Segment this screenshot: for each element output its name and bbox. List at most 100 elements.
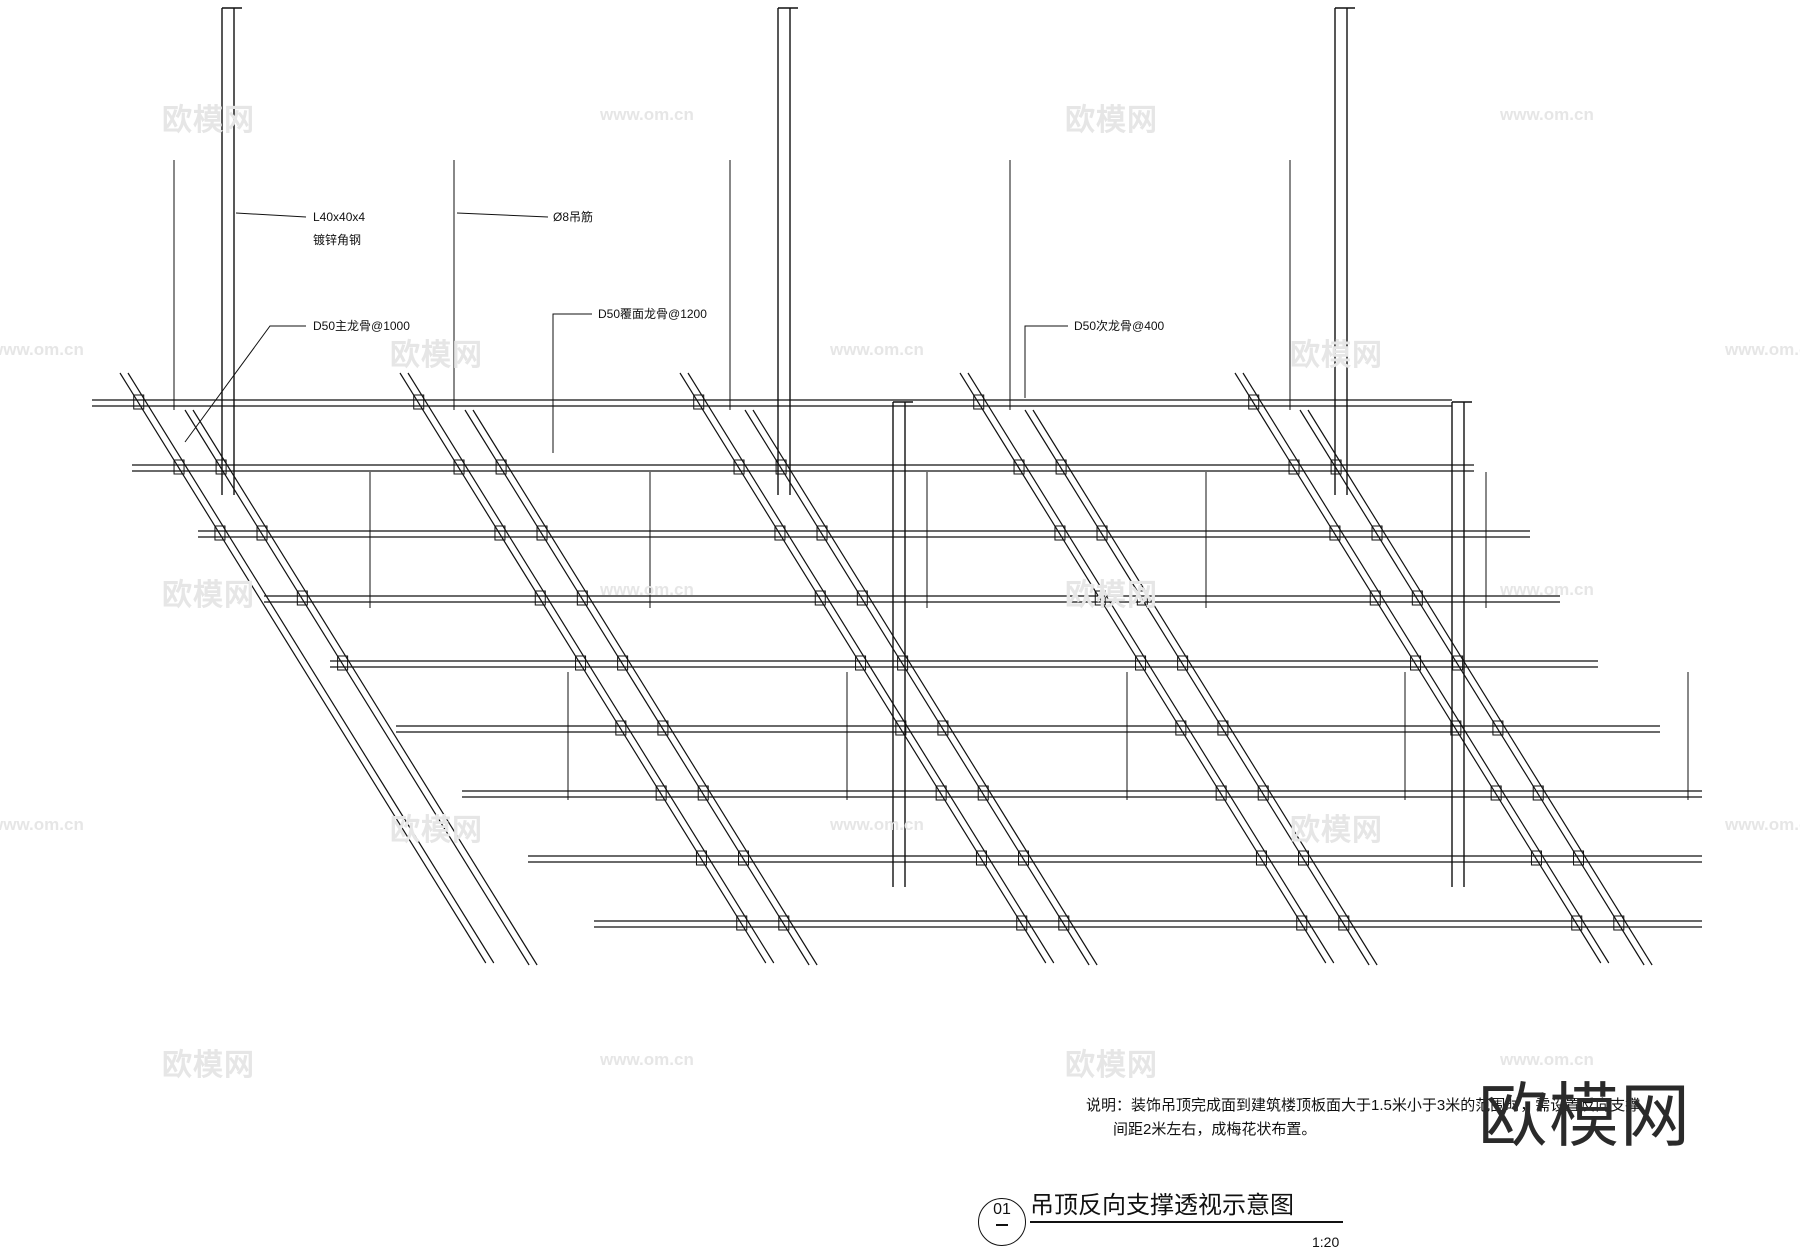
diagonal-keel (1242, 372, 1610, 964)
brand-logo: 欧模网 (1478, 1075, 1691, 1157)
keel-clip (774, 525, 786, 541)
keel-clip (1018, 850, 1030, 866)
title-underline (1030, 1221, 1343, 1223)
keel-clip (697, 785, 709, 801)
diagonal-keel (1234, 372, 1602, 964)
diagonal-keel (1307, 409, 1653, 966)
keel-clip (738, 850, 750, 866)
diagonal-keel (687, 372, 1055, 964)
keel-clip (1055, 459, 1067, 475)
watermark-url: www.om.cn (600, 1050, 694, 1069)
watermark-url: www.om.cn (1500, 1050, 1594, 1069)
keel-clip (1450, 720, 1462, 736)
keel-clip (617, 655, 629, 671)
keel-clip (534, 590, 546, 606)
diagonal-keel (679, 372, 1047, 964)
keel-clip (453, 459, 465, 475)
leader-line (184, 325, 306, 443)
keel-clip (1296, 915, 1308, 931)
diagonal-keel (1024, 409, 1370, 966)
keel-clip (1298, 850, 1310, 866)
drawing-number: 01 (993, 1201, 1011, 1218)
keel-clip (1288, 459, 1300, 475)
diagonal-keel (407, 372, 775, 964)
hanger-rod-label: Ø8吊筋 (553, 210, 594, 224)
diagonal-keel (959, 372, 1327, 964)
drawing-scale: 1:20 (1312, 1234, 1340, 1250)
watermark-url: www.om.cn (600, 580, 694, 599)
secondary-keel-label: D50次龙骨@400 (1074, 319, 1165, 333)
watermark-text: 欧模网 (162, 104, 255, 137)
diagonal-keel (1299, 409, 1645, 966)
keel-clip (1571, 915, 1583, 931)
leader-line (1024, 325, 1068, 398)
diagonal-keel (1032, 409, 1378, 966)
note-line-1: 说明：装饰吊顶完成面到建筑楼顶板面大于1.5米小于3米的范围时，需设置反向支撑 (1086, 1097, 1641, 1114)
keel-clip (856, 590, 868, 606)
keel-clip (736, 915, 748, 931)
keel-clip (816, 525, 828, 541)
keel-clip (1058, 915, 1070, 931)
keel-clip (1490, 785, 1502, 801)
keel-clip (133, 394, 145, 410)
watermark-text: 欧模网 (162, 579, 255, 612)
keel-clip (778, 915, 790, 931)
keel-clip (1369, 590, 1381, 606)
keel-clip (695, 850, 707, 866)
watermark-url: www.om.cn (1725, 340, 1800, 359)
watermark-text: 欧模网 (1065, 579, 1158, 612)
keel-clip (615, 720, 627, 736)
keel-clip (1013, 459, 1025, 475)
keel-clip (1338, 915, 1350, 931)
keel-clip (1255, 850, 1267, 866)
keel-clip (1215, 785, 1227, 801)
keel-clip (1175, 720, 1187, 736)
keel-clip (214, 525, 226, 541)
leader-line (552, 313, 592, 453)
watermark-text: 欧模网 (390, 339, 483, 372)
cover-keel-label: D50覆面龙骨@1200 (598, 307, 707, 321)
watermark-url: www.om.cn (1725, 815, 1800, 834)
keel-clip (1248, 394, 1260, 410)
watermark-url: www.om.cn (600, 105, 694, 124)
diagonal-keel (119, 372, 487, 964)
keel-clip (296, 590, 308, 606)
watermark-text: 欧模网 (1065, 104, 1158, 137)
diagonal-keel (752, 409, 1098, 966)
keel-clip (733, 459, 745, 475)
watermark-url: www.om.cn (830, 340, 924, 359)
keel-clip (1573, 850, 1585, 866)
watermark-text: 欧模网 (1290, 814, 1383, 847)
keel-clip (413, 394, 425, 410)
keel-clip (1613, 915, 1625, 931)
keel-clip (895, 720, 907, 736)
keel-clip (1532, 785, 1544, 801)
keel-clip (495, 459, 507, 475)
keel-clip (1530, 850, 1542, 866)
diagonal-keel (399, 372, 767, 964)
leader-line (456, 212, 549, 218)
keel-clip (1411, 590, 1423, 606)
keel-clip (975, 850, 987, 866)
keel-clip (1054, 525, 1066, 541)
keel-clip (855, 655, 867, 671)
keel-clip (173, 459, 185, 475)
keel-clip (1330, 459, 1342, 475)
keel-clip (935, 785, 947, 801)
diagonal-keel (744, 409, 1090, 966)
keel-clip (1371, 525, 1383, 541)
watermark-url: www.om.cn (830, 815, 924, 834)
watermark-url: www.om.cn (1500, 105, 1594, 124)
keel-clip (1136, 590, 1148, 606)
angle-steel-label: L40x40x4 (313, 210, 366, 224)
keel-clip (1135, 655, 1147, 671)
keel-clip (1410, 655, 1422, 671)
diagonal-keel (184, 409, 530, 966)
drawing-title: 吊顶反向支撑透视示意图 (1030, 1192, 1294, 1219)
keel-clip (1016, 915, 1028, 931)
keel-clip (655, 785, 667, 801)
diagonal-keel (127, 372, 495, 964)
keel-clip (256, 525, 268, 541)
watermark-url: www.om.cn (0, 815, 84, 834)
